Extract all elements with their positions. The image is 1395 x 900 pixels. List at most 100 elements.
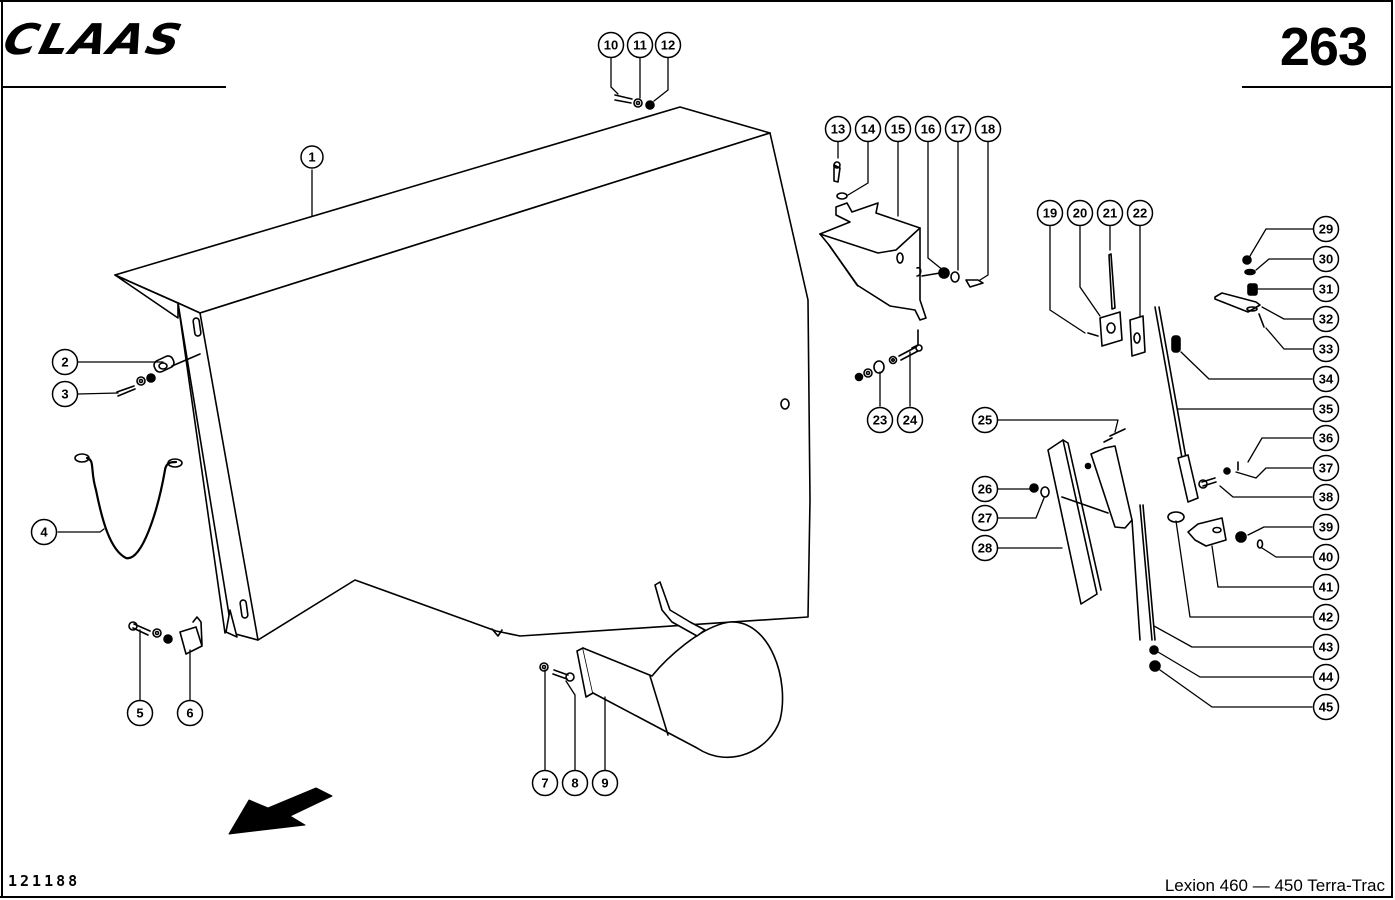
callout-label: 45 [1319, 700, 1333, 715]
callout-circle [1312, 215, 1340, 243]
callout-label: 2 [61, 355, 68, 370]
leader-lines [57, 57, 1316, 771]
callout-label: 26 [978, 482, 992, 497]
callout-4: 4 [30, 518, 58, 546]
callout-label: 23 [873, 413, 887, 428]
callout-7: 7 [531, 769, 559, 797]
callout-16: 16 [914, 115, 942, 143]
callout-label: 36 [1319, 431, 1333, 446]
callout-13: 13 [824, 115, 852, 143]
callout-label: 35 [1319, 402, 1333, 417]
parts-29-34-spring-lever [1154, 255, 1265, 459]
callout-label: 31 [1319, 282, 1333, 297]
callout-circle [971, 475, 999, 503]
callout-label: 3 [61, 387, 68, 402]
callout-label: 37 [1319, 461, 1333, 476]
callout-circle [971, 504, 999, 532]
callout-label: 12 [661, 38, 675, 53]
callout-circle [561, 769, 589, 797]
parts-23-24-bolt-set [854, 344, 923, 382]
callout-19: 19 [1036, 199, 1064, 227]
callout-21: 21 [1096, 199, 1124, 227]
callout-34: 34 [1312, 365, 1340, 393]
callout-label: 34 [1319, 372, 1334, 387]
callout-label: 8 [571, 776, 578, 791]
frame-top-border [0, 0, 1393, 2]
callout-27: 27 [971, 504, 999, 532]
callout-17: 17 [944, 115, 972, 143]
callout-circle [176, 699, 204, 727]
callout-circle [974, 115, 1002, 143]
frame-bottom-border [0, 896, 1393, 898]
callout-43: 43 [1312, 633, 1340, 661]
callout-44: 44 [1312, 663, 1340, 691]
callout-circle [896, 406, 924, 434]
parts-13-18-bracket-assembly [819, 161, 984, 349]
callout-circle [1312, 245, 1340, 273]
callout-10: 10 [597, 31, 625, 59]
callout-32: 32 [1312, 305, 1340, 333]
callout-label: 17 [951, 122, 965, 137]
document-id: 121188 [8, 872, 81, 890]
callout-circle [626, 31, 654, 59]
callout-label: 6 [186, 706, 193, 721]
frame-left-border [1, 0, 3, 898]
callout-circle [1312, 454, 1340, 482]
callout-circle [1312, 513, 1340, 541]
callout-24: 24 [896, 406, 924, 434]
callout-circle [971, 406, 999, 434]
callout-30: 30 [1312, 245, 1340, 273]
callout-label: 29 [1319, 222, 1333, 237]
callout-circle [1312, 305, 1340, 333]
callout-6: 6 [176, 699, 204, 727]
part-4-cable [74, 453, 183, 560]
callout-label: 10 [604, 38, 618, 53]
page-number: 263 [1279, 17, 1368, 77]
callout-label: 30 [1319, 252, 1333, 267]
callout-circle [1312, 424, 1340, 452]
arrow-forward-left-icon [228, 787, 333, 835]
header-rule-left [2, 86, 226, 88]
parts-25-28-channel-assembly [1029, 428, 1141, 641]
callout-label: 7 [541, 776, 548, 791]
parts-5-6-hinge-bracket [128, 616, 203, 655]
parts-2-3-latch-bolt [116, 353, 201, 397]
callout-circle [51, 380, 79, 408]
callout-41: 41 [1312, 573, 1340, 601]
callout-1: 1 [300, 145, 324, 169]
callout-label: 22 [1133, 206, 1147, 221]
callout-label: 27 [978, 511, 992, 526]
callout-circle [824, 115, 852, 143]
callout-circle [1312, 633, 1340, 661]
callout-circle [854, 115, 882, 143]
callout-label: 14 [861, 122, 876, 137]
callout-label: 16 [921, 122, 935, 137]
callout-label: 1 [308, 150, 315, 165]
callout-8: 8 [561, 769, 589, 797]
callout-29: 29 [1312, 215, 1340, 243]
callout-circle [971, 534, 999, 562]
callout-label: 19 [1043, 206, 1057, 221]
callout-label: 40 [1319, 550, 1333, 565]
callout-14: 14 [854, 115, 882, 143]
callout-label: 28 [978, 541, 992, 556]
callout-circle [1312, 483, 1340, 511]
callout-37: 37 [1312, 454, 1340, 482]
header-rule-right [1242, 86, 1393, 88]
callout-11: 11 [626, 31, 654, 59]
callout-label: 20 [1073, 206, 1087, 221]
callout-15: 15 [884, 115, 912, 143]
callout-circle [1096, 199, 1124, 227]
callout-circle [1312, 335, 1340, 363]
callout-circle [1312, 395, 1340, 423]
callout-26: 26 [971, 475, 999, 503]
callout-5: 5 [126, 699, 154, 727]
callout-circle [591, 769, 619, 797]
callout-label: 32 [1319, 312, 1333, 327]
parts-7-8-9-deflector [539, 581, 784, 759]
callout-39: 39 [1312, 513, 1340, 541]
callout-label: 33 [1319, 342, 1333, 357]
callout-20: 20 [1066, 199, 1094, 227]
callout-label: 25 [978, 413, 992, 428]
